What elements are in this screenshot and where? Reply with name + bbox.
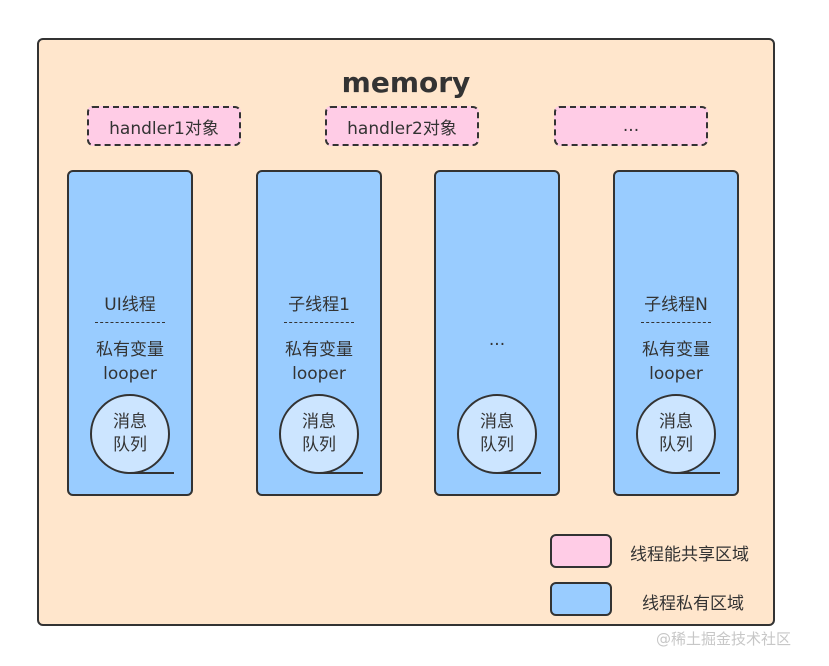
thread-child-n: 子线程N 私有变量 looper 消息 队列 <box>613 170 739 496</box>
thread-more: ... 消息 队列 <box>434 170 560 496</box>
thread-name: 子线程1 <box>288 295 350 315</box>
message-queue-shape <box>279 394 363 474</box>
message-queue: 消息 队列 <box>636 394 720 474</box>
thread-private-var: 私有变量 looper <box>615 338 737 386</box>
message-queue-shape <box>636 394 720 474</box>
thread-divider <box>284 322 354 323</box>
private-var-label: 私有变量 <box>285 340 353 360</box>
shared-object-handler2: handler2对象 <box>325 106 479 146</box>
looper-label: looper <box>103 364 157 384</box>
message-queue: 消息 队列 <box>457 394 541 474</box>
looper-label: looper <box>292 364 346 384</box>
message-queue-label: 消息 队列 <box>90 411 170 457</box>
thread-ui: UI线程 私有变量 looper 消息 队列 <box>67 170 193 496</box>
message-queue: 消息 队列 <box>279 394 363 474</box>
thread-divider <box>641 322 711 323</box>
message-queue-label: 消息 队列 <box>279 411 359 457</box>
message-queue-label: 消息 队列 <box>457 411 537 457</box>
legend-swatch-private <box>550 582 612 616</box>
queue-line2: 队列 <box>659 435 693 455</box>
message-queue-label: 消息 队列 <box>636 411 716 457</box>
message-queue-shape <box>90 394 174 474</box>
looper-label: looper <box>649 364 703 384</box>
queue-line1: 消息 <box>480 412 514 432</box>
shared-object-label: handler1对象 <box>109 118 219 139</box>
queue-line1: 消息 <box>113 412 147 432</box>
legend-label-shared: 线程能共享区域 <box>630 545 749 565</box>
thread-ellipsis: ... <box>488 330 506 350</box>
message-queue-shape <box>457 394 541 474</box>
thread-private-var: 私有变量 looper <box>69 338 191 386</box>
private-var-label: 私有变量 <box>642 340 710 360</box>
shared-object-more: ... <box>554 106 708 146</box>
thread-name: 子线程N <box>644 295 708 315</box>
shared-object-handler1: handler1对象 <box>87 106 241 146</box>
thread-child-1: 子线程1 私有变量 looper 消息 队列 <box>256 170 382 496</box>
queue-line2: 队列 <box>302 435 336 455</box>
shared-object-label: handler2对象 <box>347 118 457 139</box>
thread-divider <box>95 322 165 323</box>
memory-title: memory <box>341 66 471 99</box>
queue-line1: 消息 <box>302 412 336 432</box>
watermark: @稀土掘金技术社区 <box>656 630 792 648</box>
thread-private-var: 私有变量 looper <box>258 338 380 386</box>
private-var-label: 私有变量 <box>96 340 164 360</box>
queue-line1: 消息 <box>659 412 693 432</box>
message-queue: 消息 队列 <box>90 394 174 474</box>
legend-label-private: 线程私有区域 <box>642 594 744 614</box>
thread-name: UI线程 <box>104 295 156 315</box>
queue-line2: 队列 <box>480 435 514 455</box>
shared-object-label: ... <box>622 116 640 136</box>
queue-line2: 队列 <box>113 435 147 455</box>
legend-swatch-shared <box>550 534 612 568</box>
